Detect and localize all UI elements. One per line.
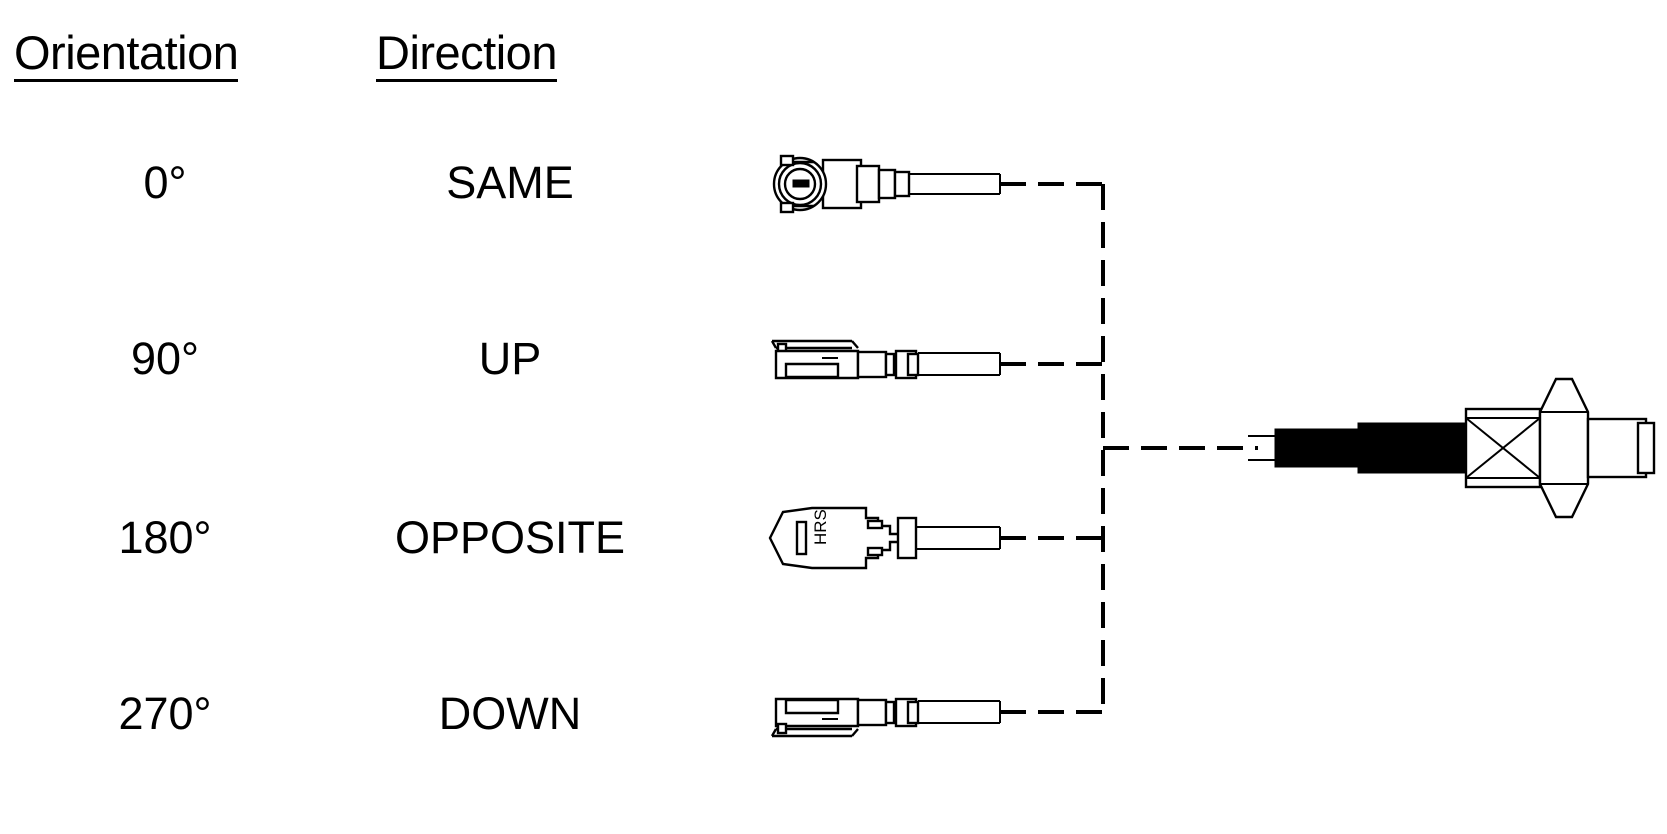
direction-value-row-4: DOWN — [438, 688, 582, 739]
connector-icon-90deg — [770, 339, 1001, 380]
orientation-value-row-1: 0° — [143, 157, 187, 208]
connector-marking-hrs: HRS — [811, 509, 830, 545]
terminal-assembly — [1248, 377, 1656, 519]
connector-icon-180deg: HRS — [768, 506, 1001, 570]
column-header-direction: Direction — [376, 25, 557, 82]
column-header-orientation-label: Orientation — [14, 29, 239, 82]
column-header-orientation: Orientation — [14, 25, 239, 82]
orientation-value-row-3: 180° — [118, 512, 212, 563]
direction-value-row-1: SAME — [446, 157, 574, 208]
connector-icon-270deg — [770, 697, 1001, 738]
orientation-value-row-4: 270° — [118, 688, 212, 739]
connector-icon-0deg — [772, 154, 1001, 214]
orientation-value-row-2: 90° — [130, 333, 200, 384]
direction-value-row-2: UP — [478, 333, 542, 384]
direction-value-row-3: OPPOSITE — [394, 512, 626, 563]
column-header-direction-label: Direction — [376, 29, 557, 82]
